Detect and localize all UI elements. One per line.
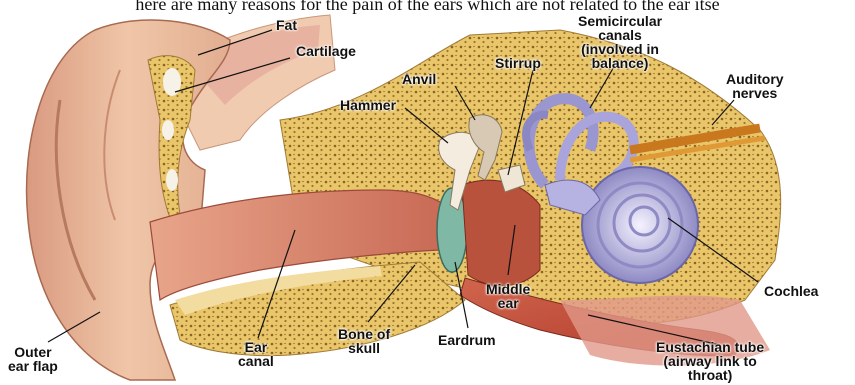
label-middle-ear: Middle ear <box>486 282 530 310</box>
label-fat: Fat <box>276 18 297 32</box>
cartilage-spot-1 <box>163 68 181 96</box>
label-outer-ear-flap: Outer ear flap <box>8 345 58 373</box>
label-cochlea: Cochlea <box>764 284 818 298</box>
label-hammer: Hammer <box>340 98 396 112</box>
label-semicircular-canals: Semicircular canals (involved in balance… <box>578 14 662 70</box>
label-anvil: Anvil <box>402 72 436 86</box>
label-eardrum: Eardrum <box>438 333 496 347</box>
label-bone-of-skull: Bone of skull <box>338 327 390 355</box>
cartilage-spot-3 <box>166 169 178 191</box>
label-ear-canal: Ear canal <box>238 340 274 368</box>
label-eustachian-tube: Eustachian tube (airway link to throat) <box>656 340 764 382</box>
middle-ear-cavity <box>462 180 540 286</box>
label-cartilage: Cartilage <box>296 44 356 58</box>
cartilage-spot-2 <box>162 120 174 140</box>
label-stirrup: Stirrup <box>495 56 541 70</box>
label-auditory-nerves: Auditory nerves <box>726 72 784 100</box>
